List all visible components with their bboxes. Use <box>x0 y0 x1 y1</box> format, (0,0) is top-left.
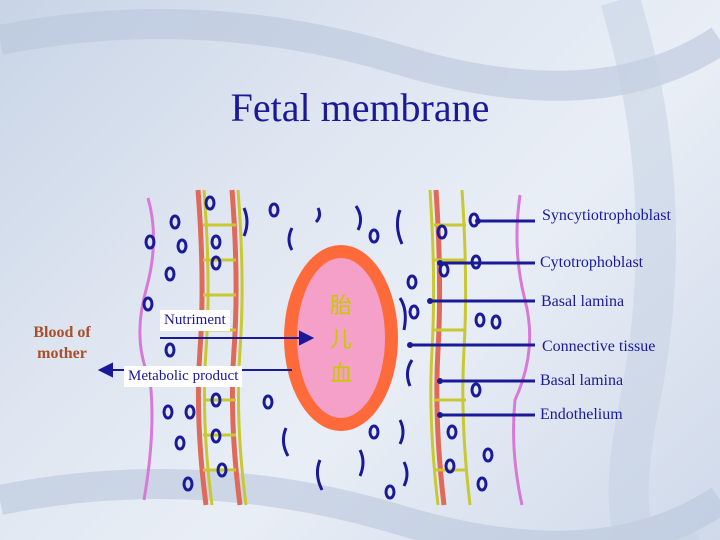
syncytio-wall-left-red <box>195 189 209 506</box>
fibers <box>242 205 414 491</box>
endothelial-wall-left-yellow <box>428 189 440 506</box>
syncytio-wall-right-red <box>229 189 243 506</box>
metabolic-product-label: Metabolic product <box>124 366 243 387</box>
pointer-dots <box>407 218 481 418</box>
fetal-char-3: 血 <box>329 362 352 387</box>
endothelial-wall-right-yellow <box>460 189 472 506</box>
layer-label-connective-tissue: Connective tissue <box>542 338 656 355</box>
layer-label-basal-lamina-1: Basal lamina <box>541 293 625 310</box>
fetal-char-1: 胎 <box>329 294 352 319</box>
nutriment-arrow <box>160 330 315 346</box>
layer-label-cytotrophoblast: Cytotrophoblast <box>540 254 644 271</box>
fetal-blood-label: 胎 儿 血 <box>323 290 359 392</box>
mother-label-line2: mother <box>37 345 87 362</box>
wall-rungs-right <box>434 223 466 472</box>
layer-label-basal-lamina-2: Basal lamina <box>540 372 624 389</box>
layer-label-syncytiotrophoblast: Syncytiotrophoblast <box>542 207 671 224</box>
endothelial-wall-left-red <box>433 189 447 506</box>
syncytio-wall-left-yellow <box>202 189 214 506</box>
page-title: Fetal membrane <box>230 85 490 130</box>
mother-label-line1: Blood of <box>33 324 91 341</box>
fetal-wavy-line <box>512 194 532 506</box>
fetal-vessel-inner <box>297 258 385 418</box>
nutriment-label: Nutriment <box>160 310 230 331</box>
nuclei <box>142 195 502 500</box>
layer-pointers <box>410 219 535 417</box>
syncytio-wall-right-yellow <box>236 189 248 506</box>
layer-label-endothelium: Endothelium <box>540 406 623 423</box>
mother-blood-label: Blood of mother <box>22 322 102 364</box>
fetal-char-2: 儿 <box>329 328 352 353</box>
